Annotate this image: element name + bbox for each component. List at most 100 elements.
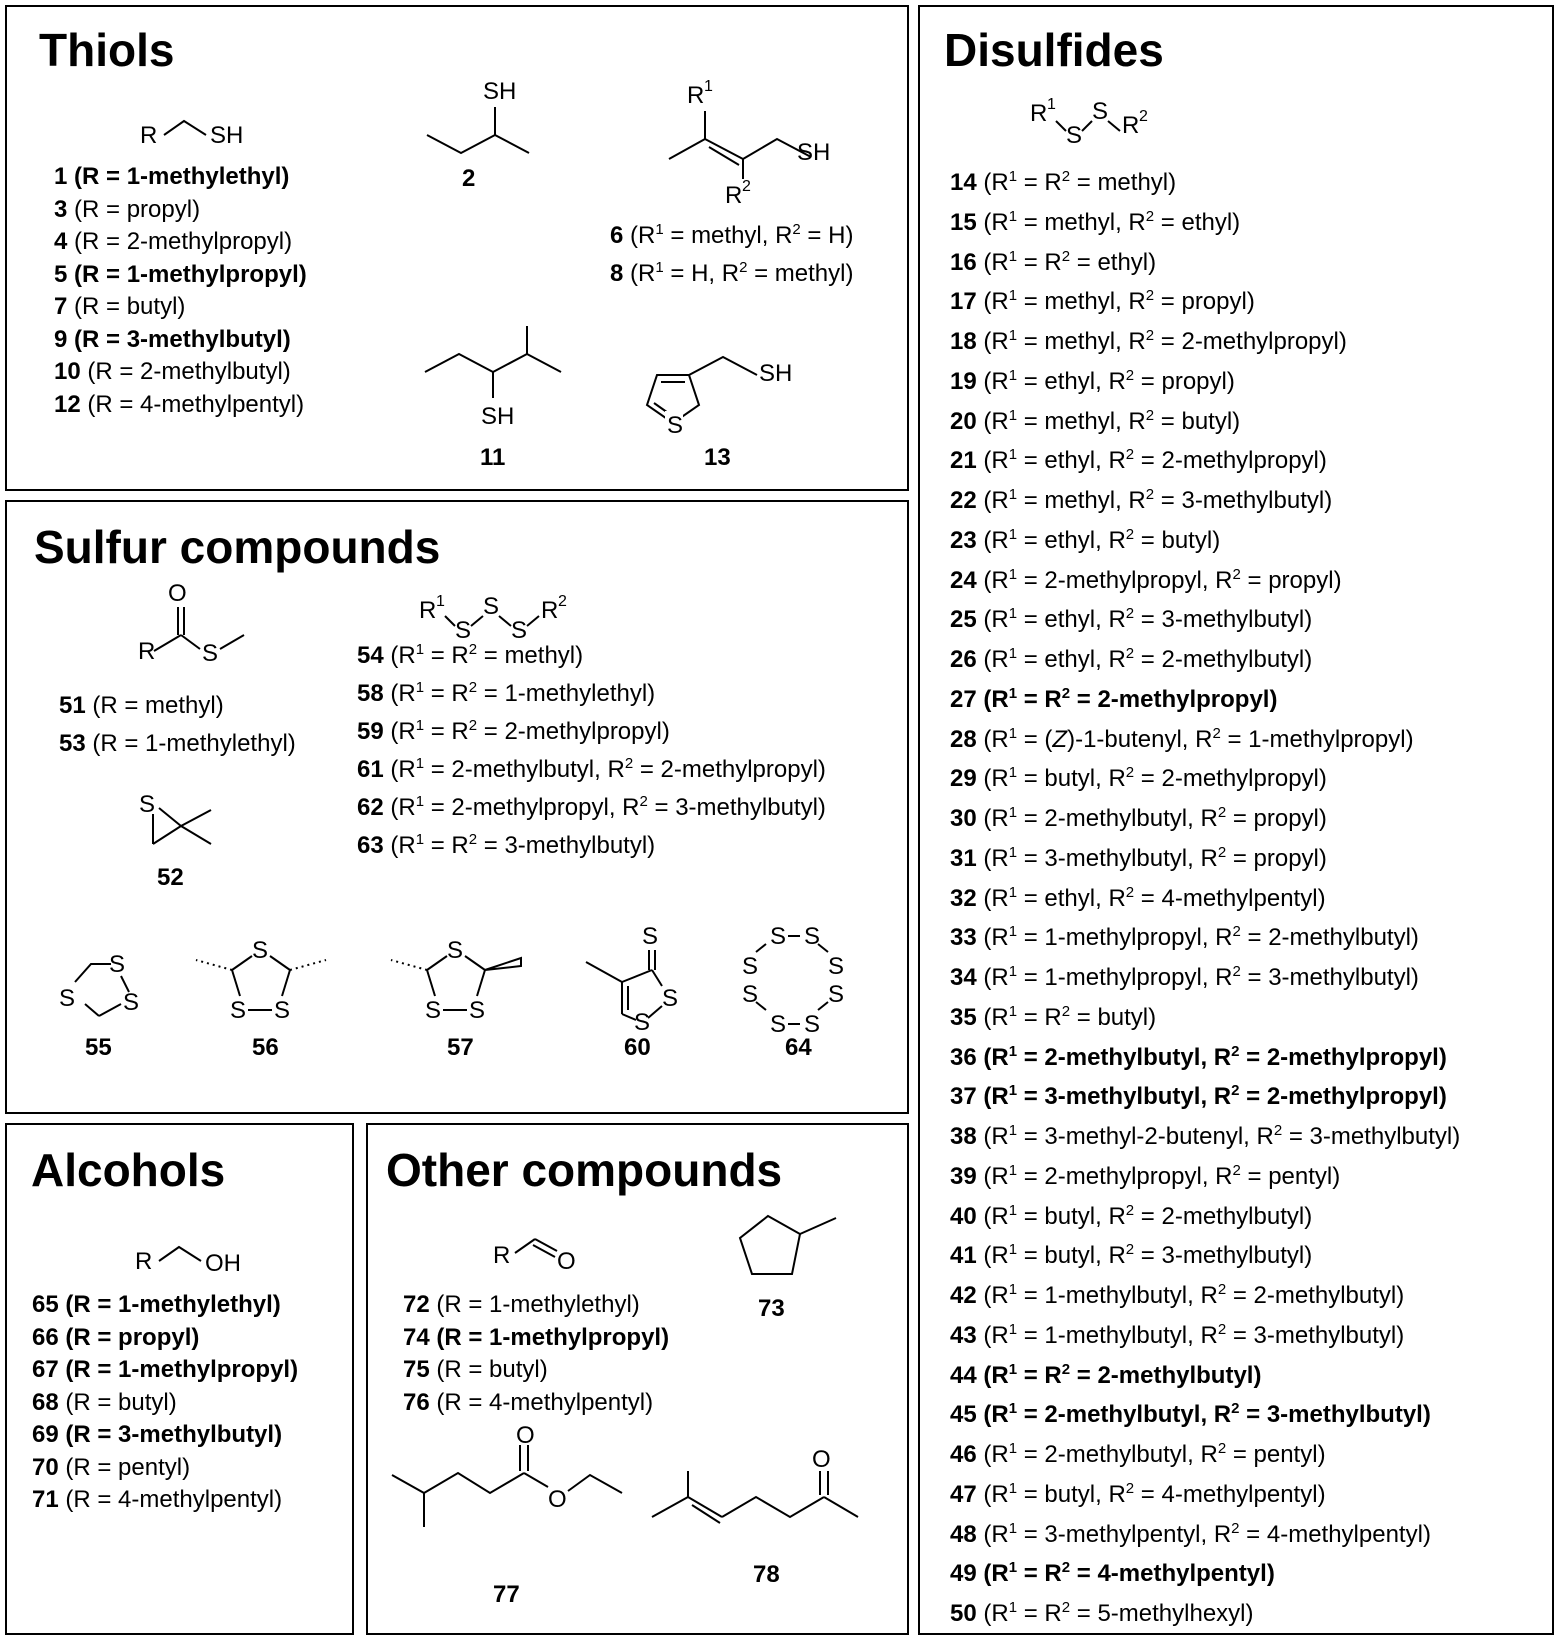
substituent-r1: 3-methyl-2-butenyl [1044,1123,1244,1150]
compound-number: 10 [54,358,81,385]
disulfide-list-item: 26 (R1 = ethyl, R2 = 2-methylbutyl) [950,645,1313,673]
compound-substituent: (R = propyl) [65,1323,200,1351]
thiol-list-item: 9 (R = 3-methylbutyl) [54,324,307,357]
compound-78-structure: O [651,1446,859,1524]
thiols-compounds-6-8: 6 (R1 = methyl, R2 = H)8 (R1 = H, R2 = m… [610,217,853,293]
aldehyde-general-structure: R O [493,1238,576,1275]
svg-text:S: S [770,923,786,950]
compound-77-label: 77 [493,1581,520,1608]
substituent-r2: 3-methylbutyl [1266,1401,1423,1429]
compound-number: 39 [950,1162,977,1190]
substituent-r2: 3-methylbutyl [1309,1123,1453,1150]
compound-number: 22 [950,487,977,514]
svg-text:S: S [634,1009,650,1036]
disulfide-list-item: 16 (R1 = R2 = ethyl) [950,247,1157,276]
disulfide-list-item: 28 (R1 = (Z)-1-butenyl, R2 = 1-methylpro… [950,724,1414,753]
compound-substituent: (R = butyl) [65,1388,177,1416]
substituent-r2: 4-methylpentyl [1161,884,1318,912]
svg-text:S: S [742,981,758,1008]
substituent-r2: pentyl [1268,1162,1333,1190]
substituent-r1: methyl [1044,208,1116,236]
svg-text:S: S [469,997,485,1024]
compound-number: 71 [32,1486,59,1513]
compound-number: 28 [950,725,977,753]
disulfide-list-item: 37 (R1 = 3-methylbutyl, R2 = 2-methylpro… [950,1082,1447,1111]
disulfide-list-item: 45 (R1 = 2-methylbutyl, R2 = 3-methylbut… [950,1400,1431,1429]
substituent-r2: butyl [1097,1003,1149,1031]
disulfide-list-item: 22 (R1 = methyl, R2 = 3-methylbutyl) [950,486,1333,514]
disulfide-list-item: 42 (R1 = 1-methylbutyl, R2 = 2-methylbut… [950,1281,1405,1309]
substituent-r2: 2-methylpropyl [1097,685,1270,713]
substituent-r2: 2-methylbutyl [1161,646,1305,673]
disulfide-list-item: 30 (R1 = 2-methylbutyl, R2 = propyl) [950,804,1327,832]
compound-substituent: (R = 1-methylethyl) [65,1291,281,1318]
compound-number: 50 [950,1600,977,1627]
substituent-r1: 1-methylpropyl [1044,964,1202,991]
compound-57-label: 57 [447,1034,474,1061]
substituent-r2: 3-methylbutyl [1161,1242,1305,1270]
thiol-list-item: 3 (R = propyl) [54,194,307,227]
aldehyde-list-item: 76 (R = 4-methylpentyl) [403,1387,669,1420]
disulfide-list-item: 44 (R1 = R2 = 2-methylbutyl) [950,1360,1262,1389]
compound-number: 37 [950,1083,977,1111]
svg-text:S: S [1092,98,1108,125]
compound-number: 17 [950,288,977,316]
disulfide-list-item: 43 (R1 = 1-methylbutyl, R2 = 3-methylbut… [950,1320,1405,1349]
svg-text:S: S [455,617,471,644]
compound-78-label: 78 [753,1561,780,1588]
alcohols-title: Alcohols [31,1144,226,1196]
substituent-r2: 3-methylbutyl [1253,1321,1397,1349]
trisulfide-list-item: 58 (R1 = R2 = 1-methylethyl) [357,679,656,707]
compound-number: 53 [59,730,86,757]
compound-number: 20 [950,407,977,435]
substituent-r2: propyl [1253,844,1319,872]
disulfide-list-item: 47 (R1 = butyl, R2 = 4-methylpentyl) [950,1479,1326,1508]
compound-number: 59 [357,718,384,745]
sulfur-compounds-title: Sulfur compounds [34,521,441,573]
alcohol-list-item: 71 (R = 4-methylpentyl) [32,1484,298,1517]
substituent-r2: propyl [1181,288,1247,316]
substituent-r1: butyl [1044,765,1096,793]
thiol-compound-item: 8 (R1 = H, R2 = methyl) [610,259,854,287]
svg-text:1: 1 [436,593,445,610]
substituent-r1: ethyl [1044,884,1096,912]
substituent-r2: 2-methylpropyl [660,756,818,783]
svg-text:S: S [642,923,658,950]
compound-substituent: (R = 1-methylpropyl) [65,1356,299,1383]
compound-2-structure: SH [426,78,530,155]
compound-73-structure [738,1214,837,1275]
svg-text:R: R [1030,100,1047,127]
disulfide-list-item: 50 (R1 = R2 = 5-methylhexyl) [950,1599,1254,1627]
compound-number: 44 [950,1361,977,1389]
substituent-r2: 1-methylpropyl [1248,725,1406,753]
substituent-r2: 3-methylbutyl [675,794,818,821]
compound-number: 26 [950,646,977,673]
substituent-r1: 2-methylbutyl [1044,1441,1188,1468]
thiol-general-structure: R SH [140,119,243,149]
compound-13-structure: SH S [645,355,792,439]
compound-number: 66 [32,1323,59,1351]
compound-number: 18 [950,328,977,355]
substituent-r2: 2-methylbutyl [1253,1282,1397,1309]
disulfide-list-item: 39 (R1 = 2-methylpropyl, R2 = pentyl) [950,1161,1341,1190]
svg-text:R: R [140,122,157,149]
svg-text:R: R [541,597,558,624]
substituent-r2: H [828,222,846,249]
compound-substituent: (R = pentyl) [65,1453,191,1481]
other-compounds-panel: Other compounds R O 72 (R = 1-methylethy… [366,1123,909,1635]
compound-number: 61 [357,756,384,783]
compound-77-structure: O O [391,1422,623,1527]
substituent-r1: (Z)-1-butenyl [1044,725,1182,753]
svg-text:O: O [168,580,187,607]
disulfide-list-item: 31 (R1 = 3-methylbutyl, R2 = propyl) [950,843,1327,872]
compound-number: 65 [32,1291,59,1318]
substituent-r2: 1-methylethyl [504,680,648,707]
compound-substituent: (R = 1-methylethyl) [436,1291,640,1318]
alcohol-list-item: 67 (R = 1-methylpropyl) [32,1354,298,1387]
compound-13-label: 13 [704,444,731,471]
compound-number: 15 [950,208,977,236]
substituent-r2: methyl [774,260,846,287]
compound-number: 12 [54,390,81,418]
compound-number: 8 [610,260,624,287]
